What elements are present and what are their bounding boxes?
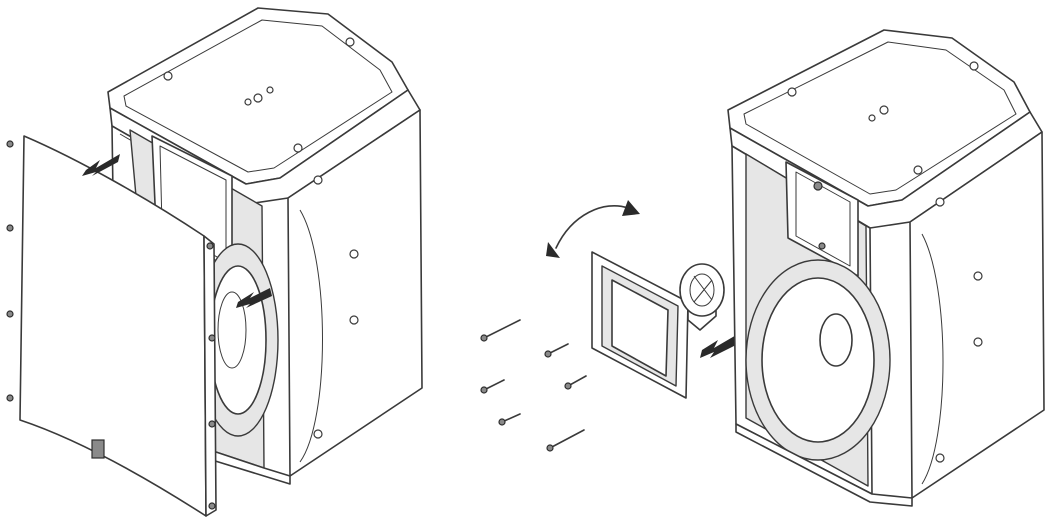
horn-screws (480, 319, 587, 452)
screw-icon (208, 420, 216, 428)
grille-screws (6, 140, 216, 510)
rotate-arrow-icon (546, 200, 640, 258)
screw-icon (6, 140, 14, 148)
screw-icon (6, 310, 14, 318)
screw-icon (208, 334, 216, 342)
speaker-grille (19, 135, 217, 517)
screw-icon (206, 242, 214, 250)
brand-logo (91, 439, 105, 459)
screw-icon (483, 379, 505, 391)
screw-icon (547, 343, 569, 355)
screw-icon (549, 429, 585, 449)
horn-rotation-panel (480, 29, 1045, 507)
arrow-icon (236, 288, 272, 308)
speaker-cabinet-right (727, 29, 1045, 507)
grille-removal-panel (6, 7, 423, 517)
screw-icon (6, 224, 14, 232)
screw-icon (483, 319, 521, 339)
arrow-icon (700, 334, 738, 358)
arrow-icon (82, 154, 120, 176)
screw-icon (208, 502, 216, 510)
horn-assembly (591, 251, 725, 399)
screw-icon (6, 394, 14, 402)
